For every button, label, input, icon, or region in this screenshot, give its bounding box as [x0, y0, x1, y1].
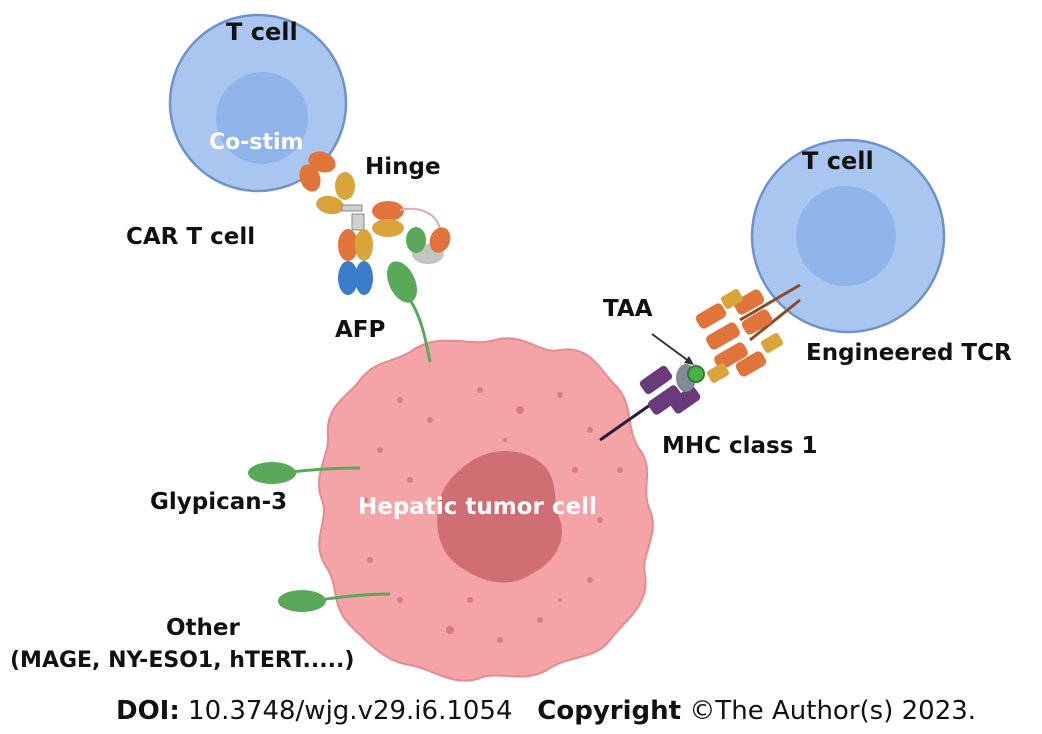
tumor-cytoplasm-dots [362, 387, 623, 643]
other-antigen [278, 590, 391, 612]
glypican-3-label: Glypican-3 [150, 489, 288, 515]
mhc-class-1-label: MHC class 1 [662, 433, 818, 459]
other-examples-label: (MAGE, NY-ESO1, hTERT.....) [10, 648, 355, 673]
t-cell-left [168, 13, 348, 193]
doi-label: DOI: [116, 696, 180, 726]
engineered-tcr-label: Engineered TCR [806, 340, 1012, 366]
citation-footer: DOI: 10.3748/wjg.v29.i6.1054 Copyright ©… [116, 696, 976, 726]
mhc-class-1 [599, 364, 705, 442]
car-construct [299, 151, 451, 295]
co-stim-label: Co-stim [209, 130, 304, 155]
copyright-label: Copyright [537, 696, 682, 726]
t-cell-right-label: T cell [802, 147, 874, 175]
hepatic-tumor-cell-label: Hepatic tumor cell [358, 494, 597, 520]
glypican-3-antigen [248, 462, 361, 484]
afp-antigen [386, 261, 432, 363]
engineered-tcr-construct [695, 283, 801, 383]
t-cell-right [750, 138, 946, 334]
hepatic-tumor-cell [317, 337, 654, 682]
taa-arrow [651, 333, 694, 365]
afp-label: AFP [335, 317, 386, 343]
t-cell-left-label: T cell [226, 18, 298, 46]
hinge-label: Hinge [365, 154, 441, 180]
car-t-cell-label: CAR T cell [126, 224, 256, 250]
taa-label: TAA [603, 296, 653, 322]
doi-value: 10.3748/wjg.v29.i6.1054 [188, 696, 513, 726]
copyright-value: ©The Author(s) 2023. [689, 696, 977, 726]
other-label: Other [166, 615, 240, 641]
